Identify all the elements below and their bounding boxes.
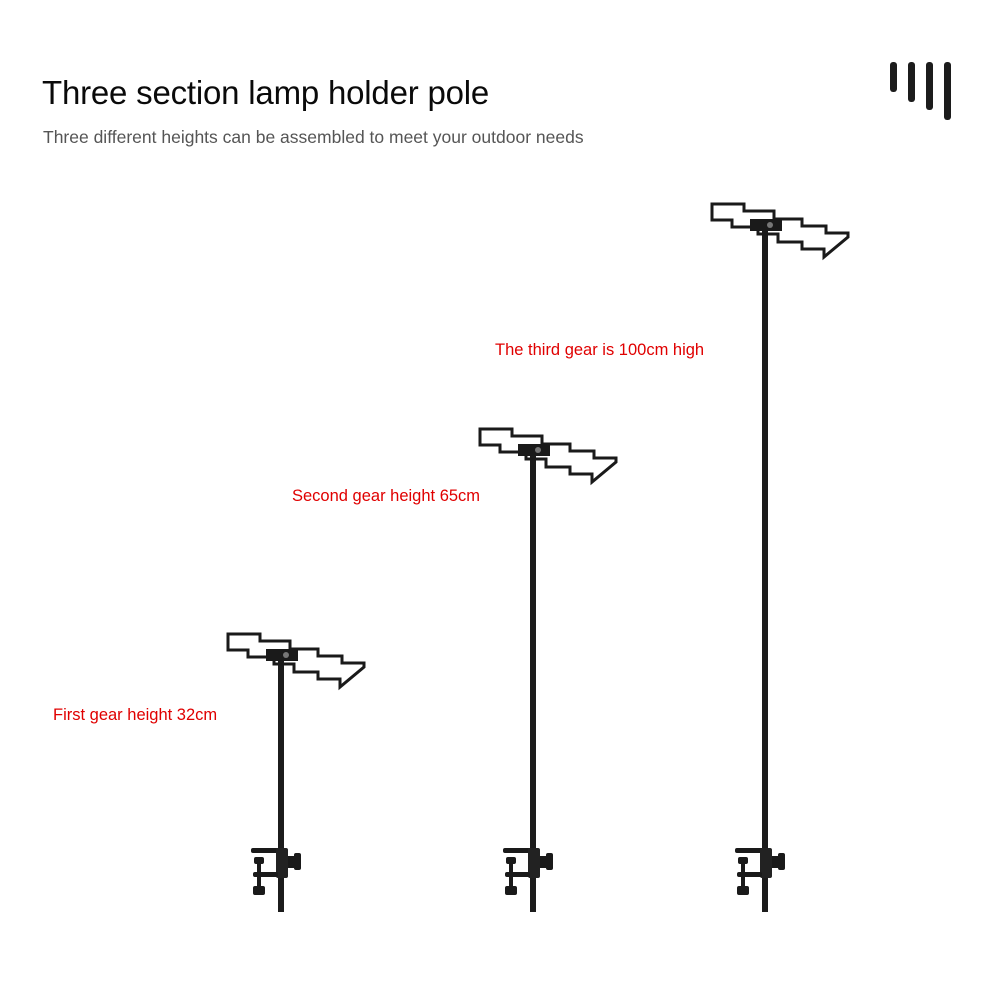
third-gear-label: The third gear is 100cm high — [495, 341, 705, 359]
third-gear-pole — [710, 202, 850, 912]
page-title: Three section lamp holder pole — [42, 74, 490, 111]
four-bars-logo-icon — [888, 60, 958, 124]
second-gear-label: Second gear height 65cm — [292, 487, 481, 505]
first-gear-label: First gear height 32cm — [53, 706, 218, 724]
page-subtitle: Three different heights can be assembled… — [43, 127, 584, 147]
second-gear-pole — [478, 427, 618, 912]
first-gear-pole — [226, 632, 366, 912]
